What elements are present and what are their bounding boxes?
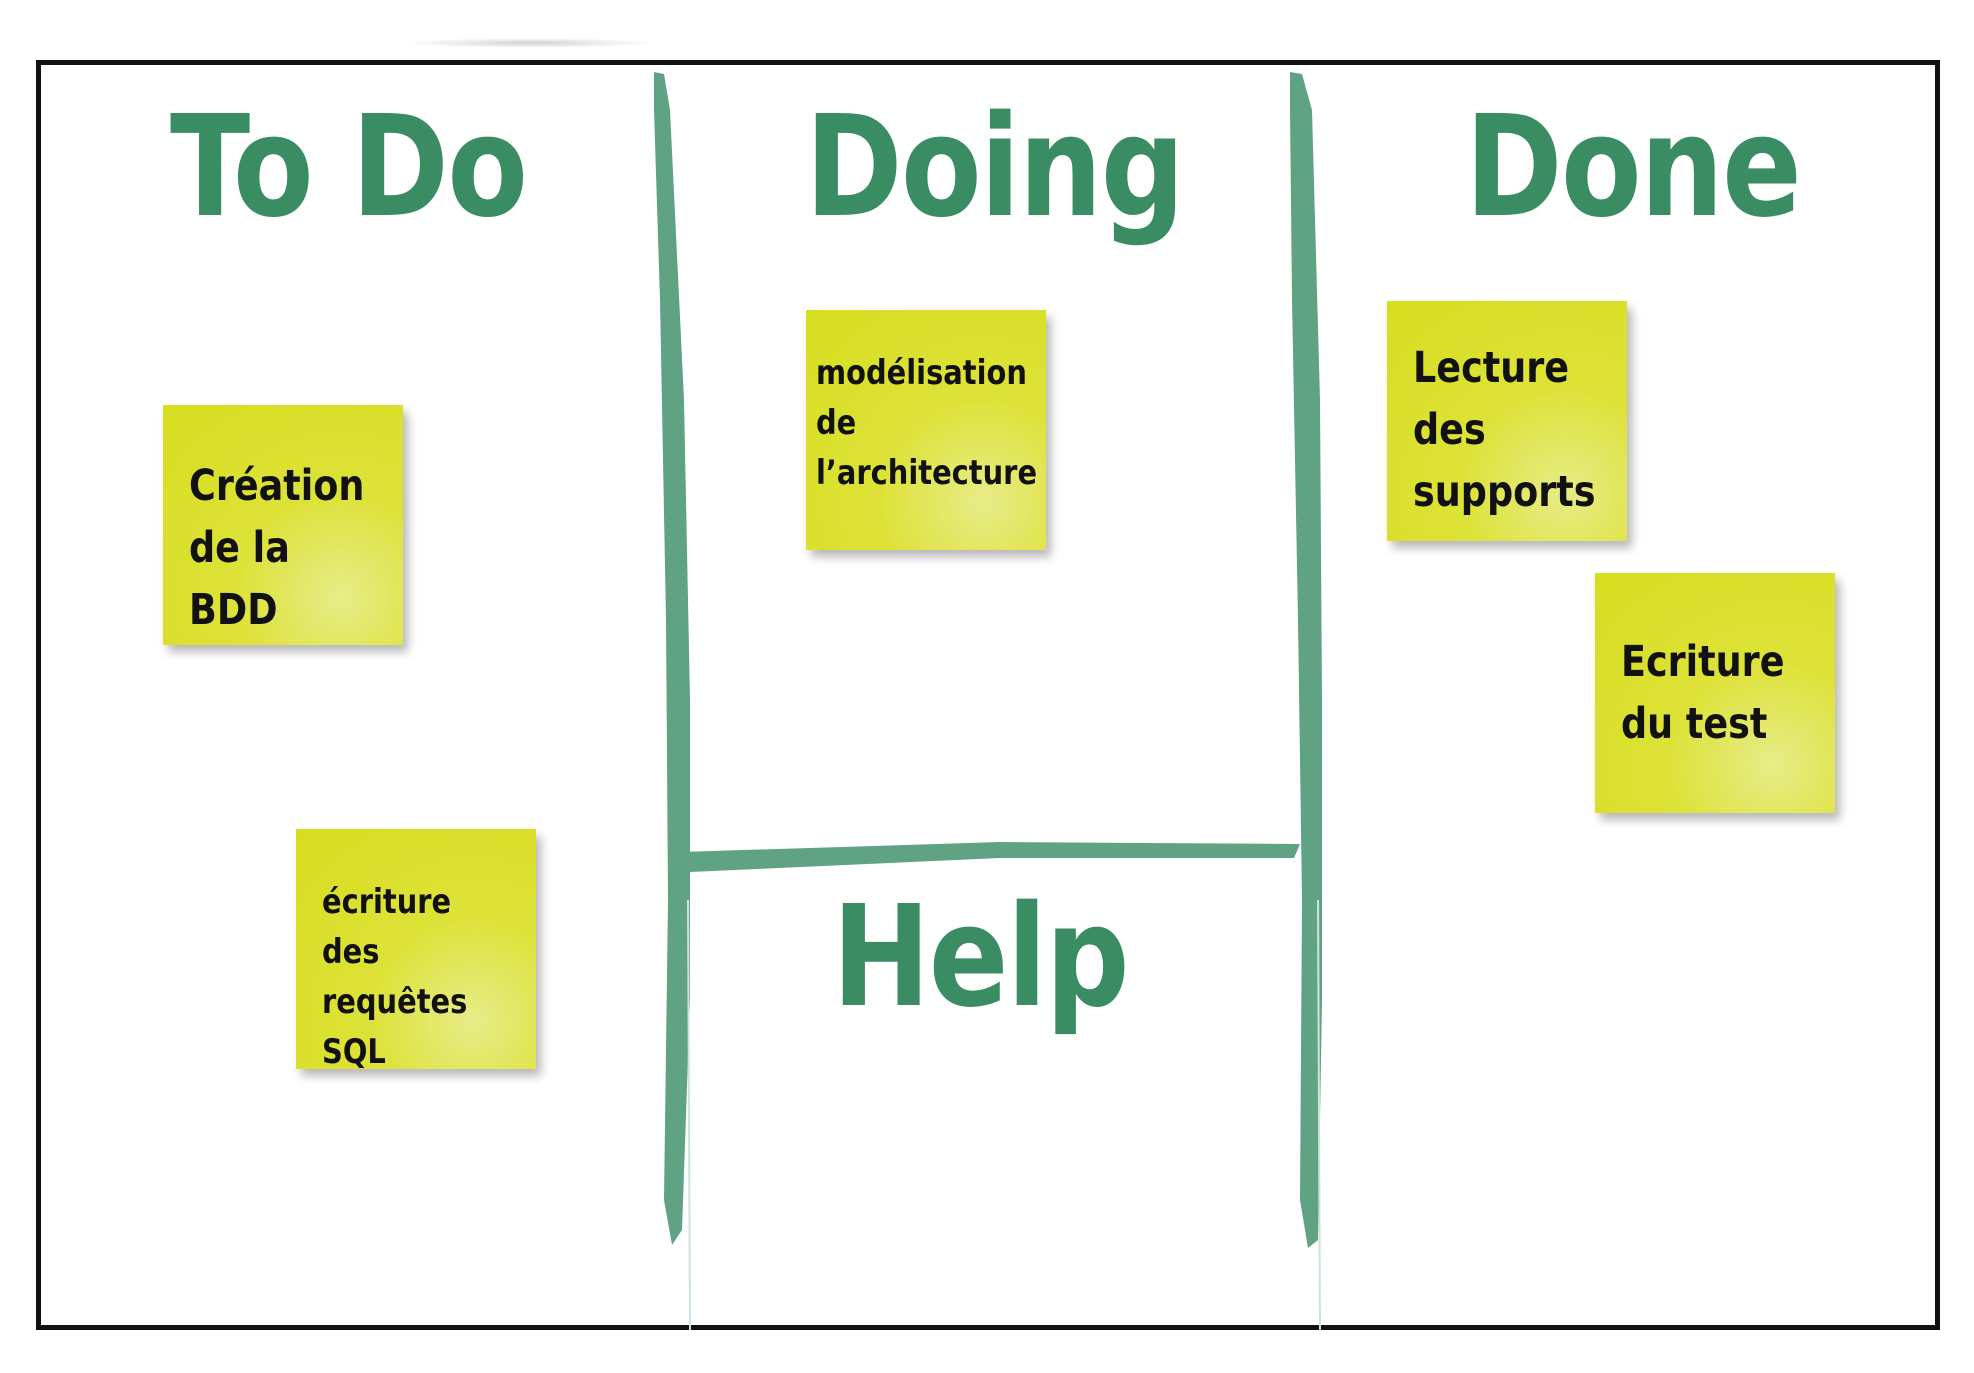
sticky-note-text: Création de la BDD xyxy=(189,461,365,635)
sticky-note[interactable]: Création de la BDD xyxy=(163,405,403,645)
column-title-todo: To Do xyxy=(170,86,528,249)
column-title-done: Done xyxy=(1465,86,1802,249)
sticky-note-text: écriture des requêtes SQL xyxy=(322,882,468,1069)
divider-faint-left xyxy=(687,899,691,1331)
sticky-note[interactable]: modélisation de l’architecture xyxy=(806,310,1046,550)
divider-left xyxy=(654,72,690,1245)
divider-faint-right xyxy=(1317,899,1321,1331)
column-title-doing: Doing xyxy=(805,86,1185,249)
help-title: Help xyxy=(832,876,1130,1039)
divider-right xyxy=(1290,72,1322,1248)
divider-help xyxy=(680,842,1300,872)
sticky-note-text: modélisation de l’architecture xyxy=(816,353,1038,493)
sticky-note-text: Ecriture du test xyxy=(1621,637,1785,749)
sticky-note-text: Lecture des supports xyxy=(1413,343,1596,517)
sticky-note[interactable]: Lecture des supports xyxy=(1387,301,1627,541)
sticky-note[interactable]: écriture des requêtes SQL xyxy=(296,829,536,1069)
sticky-note[interactable]: Ecriture du test xyxy=(1595,573,1835,813)
decorative-shadow xyxy=(402,38,657,48)
